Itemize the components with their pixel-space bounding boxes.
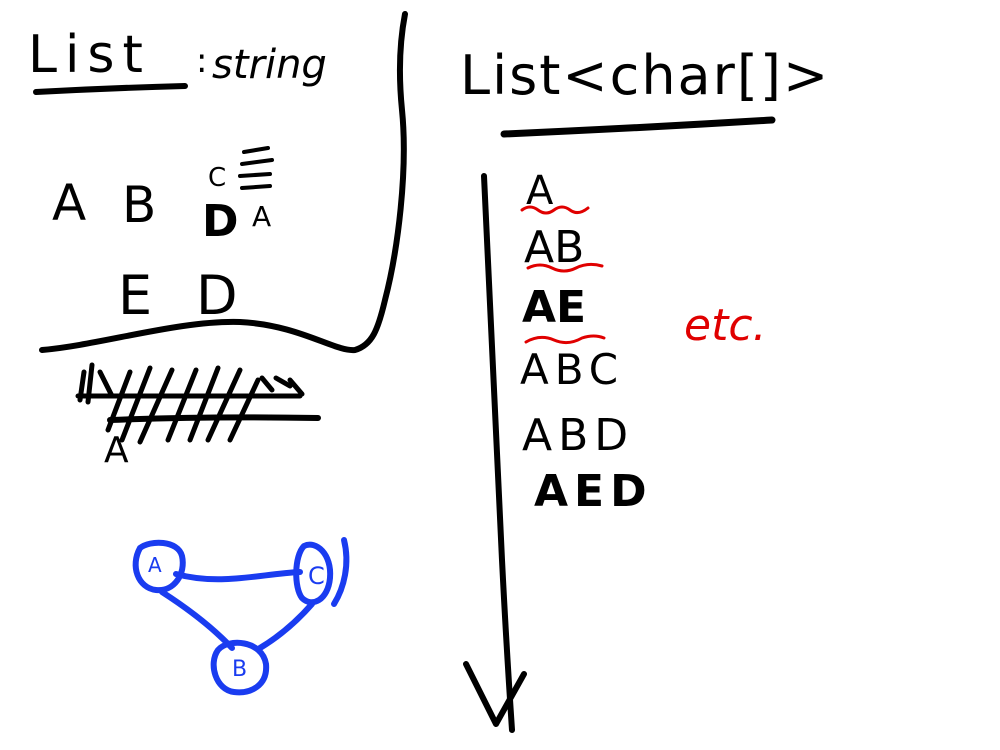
right-panel: List<char[]> A AB AE etc. ABC ABD AED [460, 44, 830, 733]
letter-a-small: A [252, 200, 271, 233]
edge-a-c [173, 569, 303, 583]
sequence-1-underline [520, 205, 590, 215]
letter-b: B [122, 176, 156, 234]
letter-c-small: C [208, 163, 226, 193]
node-b-circle [210, 639, 270, 696]
right-heading-underline [500, 116, 776, 138]
down-arrow-head [463, 661, 527, 727]
etc-note: etc. [684, 300, 767, 351]
sound-lines [238, 146, 274, 190]
scribble-letter-a: A [104, 430, 129, 471]
crossed-out-scribble: A [75, 362, 321, 471]
down-arrow [481, 173, 515, 733]
letter-d: D [196, 264, 238, 327]
edge-a-b [159, 589, 235, 651]
panel-divider [39, 11, 408, 354]
edge-c-b [257, 601, 315, 651]
sequence-6: AED [534, 466, 653, 517]
letter-d-bold: D [202, 196, 239, 247]
node-c-circle [293, 537, 350, 607]
left-heading-colon: : [196, 41, 207, 81]
left-panel: List : string A B C D A E D A A C [28, 11, 408, 696]
sequence-3: AE [522, 282, 586, 333]
node-a-label: A [148, 553, 162, 577]
sequence-3-underline [524, 334, 606, 345]
right-heading: List<char[]> [460, 44, 830, 107]
node-c-label: C [308, 562, 325, 590]
sequence-5: ABD [522, 410, 634, 461]
letter-e: E [118, 264, 152, 327]
letter-a: A [52, 174, 86, 232]
sequence-4: ABC [520, 345, 624, 394]
sequence-2-underline [526, 262, 604, 273]
left-heading-type: string [212, 42, 327, 88]
node-a-circle [132, 539, 186, 594]
graph: A C B [132, 537, 350, 696]
node-b-label: B [232, 657, 247, 682]
left-heading: List [28, 25, 151, 85]
left-heading-underline [33, 83, 188, 95]
